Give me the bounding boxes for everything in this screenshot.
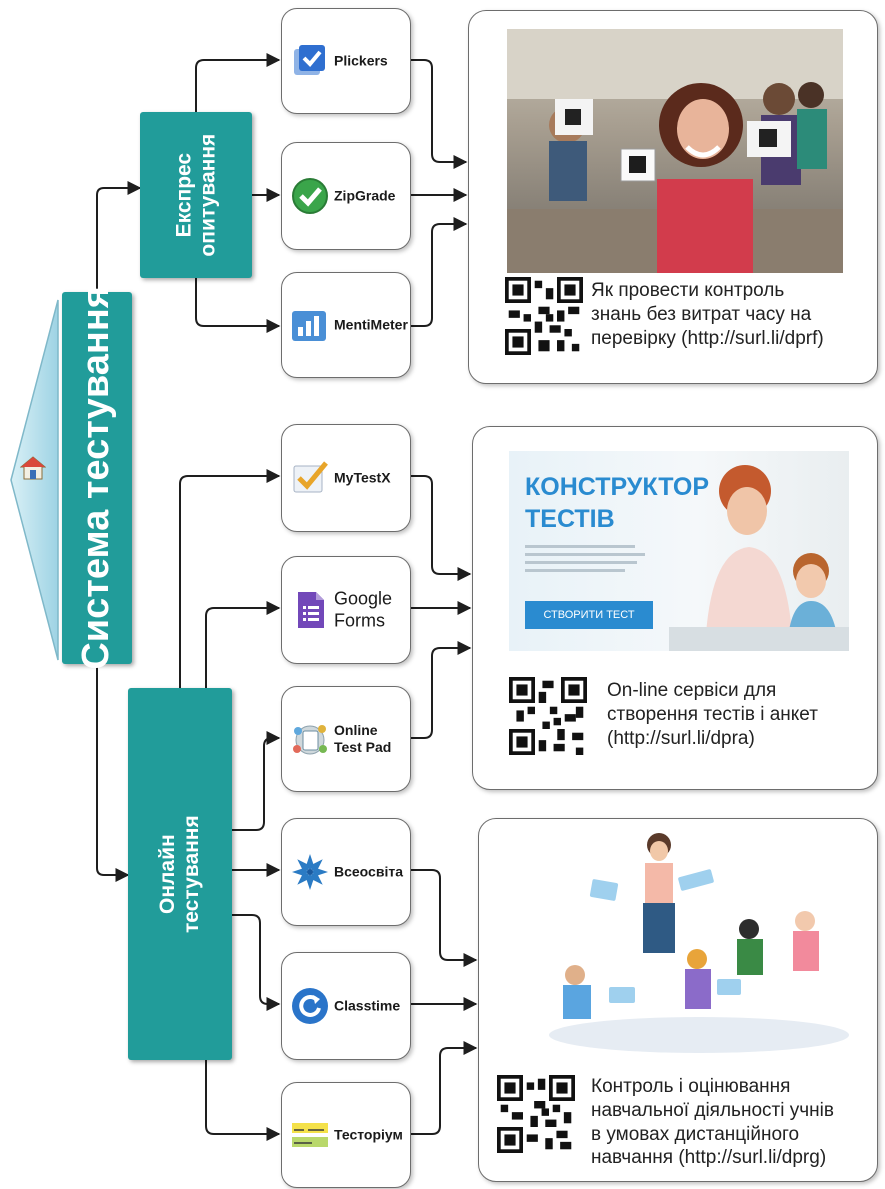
tool-google-forms-label: Google Forms (334, 588, 393, 630)
bar-chart-icon (292, 311, 326, 341)
info-panel-express: Як провести контроль знань без витрат ча… (468, 10, 878, 384)
home-icon[interactable] (20, 455, 46, 481)
checkmark-icon (293, 461, 328, 493)
teacher-student-illustration (669, 465, 849, 651)
forms-icon (298, 592, 324, 628)
refresh-icon (292, 988, 328, 1024)
connector-online-onlinetestpad (232, 731, 281, 831)
classroom-photo (507, 29, 843, 273)
tool-vseosvita[interactable]: Всеосвіта (281, 818, 411, 926)
qr-code-express[interactable] (505, 277, 583, 355)
home-pointer-shape (10, 299, 59, 661)
connector-root-express (96, 181, 142, 292)
connector-mytestx-info (411, 475, 472, 581)
connector-mentimeter-info (411, 217, 468, 327)
connector-express-mentimeter (195, 278, 281, 333)
root-node[interactable]: Система тестування (62, 286, 132, 670)
testpad-icon (293, 725, 327, 755)
tool-zipgrade-label: ZipGrade (334, 187, 396, 204)
connector-online-mytestx (179, 469, 281, 688)
connector-express-plickers (195, 53, 281, 112)
connector-online-testorium (205, 1060, 281, 1141)
tool-testorium-label: Тесторіум (334, 1126, 403, 1143)
tool-testorium[interactable]: Тесторіум (281, 1082, 411, 1188)
group-express-survey[interactable]: Експрес опитування (140, 112, 252, 278)
check-circle-icon (292, 178, 328, 214)
tool-google-forms[interactable]: Google Forms (281, 556, 411, 664)
banner-title-2: ТЕСТІВ (525, 505, 615, 533)
group-online-testing[interactable]: Онлайн тестування (128, 688, 232, 1060)
connector-onlinetestpad-info (411, 641, 472, 739)
info-panel-distance: Контроль і оцінювання навчальної діяльно… (478, 818, 878, 1182)
tool-mytestx-label: MyTestX (334, 469, 391, 486)
connector-online-classtime (232, 914, 281, 1011)
info-express-caption: Як провести контроль знань без витрат ча… (591, 280, 824, 349)
tool-classtime-label: Classtime (334, 997, 401, 1014)
info-panel-online: КОНСТРУКТОР ТЕСТІВ СТВОРИТИ ТЕСТ O (472, 426, 878, 790)
info-online-caption: On-line сервіси для створення тестів і а… (607, 680, 818, 749)
tool-plickers-label: Plickers (334, 52, 388, 69)
info-distance-caption: Контроль і оцінювання навчальної діяльно… (591, 1076, 834, 1169)
tool-mentimeter[interactable]: MentiMeter (281, 272, 411, 378)
tool-online-test-pad[interactable]: Online Test Pad (281, 686, 411, 792)
create-test-button[interactable]: СТВОРИТИ ТЕСТ (525, 601, 653, 629)
remote-learning-illustration (549, 833, 849, 1053)
group-express-label: Експрес опитування (171, 133, 219, 257)
tool-online-test-pad-label: Online Test Pad (334, 722, 392, 755)
tool-plickers[interactable]: Plickers (281, 8, 411, 114)
qr-code-distance[interactable] (497, 1075, 575, 1153)
banner-title-1: КОНСТРУКТОР (525, 473, 710, 501)
qr-code-online[interactable] (509, 677, 587, 755)
connector-root-online (96, 666, 130, 882)
snowflake-icon (292, 854, 328, 890)
connector-testorium-info (411, 1041, 478, 1135)
tool-zipgrade[interactable]: ZipGrade (281, 142, 411, 250)
tool-vseosvita-label: Всеосвіта (334, 863, 403, 880)
connector-online-googleforms (205, 601, 281, 688)
checkbox-icon (294, 45, 325, 75)
banner-text-lines (525, 545, 645, 572)
test-constructor-banner: КОНСТРУКТОР ТЕСТІВ СТВОРИТИ ТЕСТ (509, 451, 849, 651)
testorium-logo-icon (292, 1123, 328, 1147)
connector-vseosvita-info (411, 869, 478, 967)
tool-mytestx[interactable]: MyTestX (281, 424, 411, 532)
tool-classtime[interactable]: Classtime (281, 952, 411, 1060)
root-label: Система тестування (75, 286, 118, 670)
tool-mentimeter-label: MentiMeter (334, 316, 408, 333)
group-online-label: Онлайн тестування (155, 815, 204, 933)
connector-plickers-info (411, 59, 468, 169)
